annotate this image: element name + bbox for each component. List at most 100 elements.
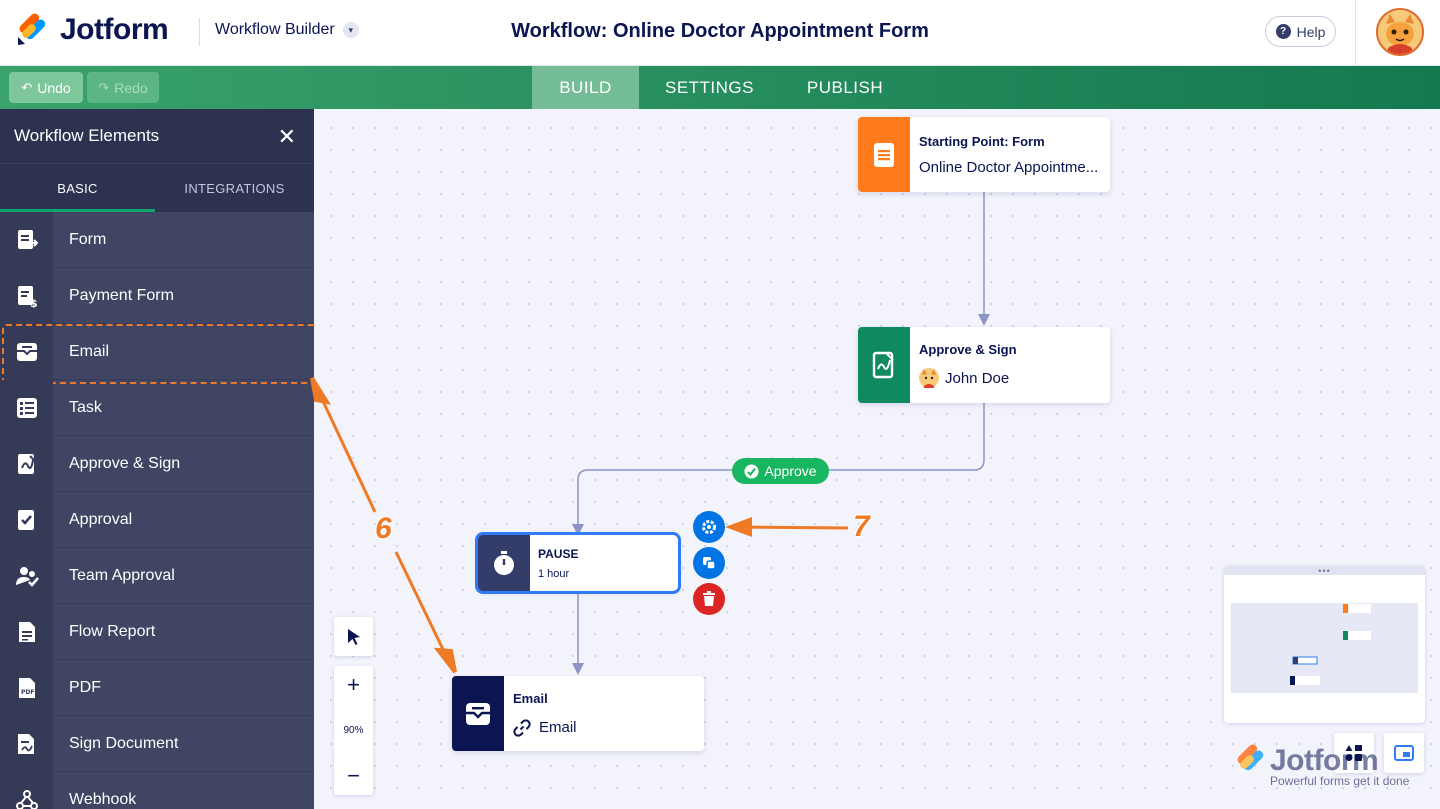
sidebar-item-label: Flow Report — [69, 622, 156, 640]
header-divider — [199, 18, 200, 46]
sidebar-item-approve-sign[interactable]: Approve & Sign — [0, 436, 314, 492]
sidebar-item-label: Task — [69, 398, 102, 416]
sidebar-item-label: Payment Form — [69, 286, 174, 304]
node-settings-button[interactable] — [693, 511, 725, 543]
approve-sign-icon — [872, 351, 894, 379]
node-starting-point[interactable]: Starting Point: Form Online Doctor Appoi… — [858, 117, 1110, 192]
tab-integrations[interactable]: INTEGRATIONS — [184, 180, 285, 196]
watermark-brand: Jotform — [1270, 744, 1379, 777]
avatar-icon — [1378, 10, 1422, 54]
minimap[interactable]: ••• — [1224, 566, 1425, 723]
tab-build[interactable]: BUILD — [532, 66, 639, 109]
node-icon-box — [478, 535, 530, 591]
sidebar-item-pdf[interactable]: PDF PDF — [0, 660, 314, 716]
minimap-handle[interactable]: ••• — [1224, 566, 1425, 576]
panel-tabs: BASIC INTEGRATIONS — [0, 163, 314, 212]
builder-toolbar: ↶ Undo ↷ Redo BUILD SETTINGS PUBLISH — [0, 66, 1440, 109]
sidebar-item-form[interactable]: Form — [0, 212, 314, 268]
sidebar-item-approval[interactable]: Approval — [0, 492, 314, 548]
workflow-builder-label: Workflow Builder — [215, 21, 335, 38]
panel-title: Workflow Elements — [14, 126, 160, 145]
node-subtitle: 1 hour — [538, 567, 570, 580]
node-delete-button[interactable] — [693, 583, 725, 615]
brand-name: Jotform — [60, 13, 169, 46]
node-icon-box — [858, 117, 910, 192]
shapes-button[interactable] — [1334, 733, 1374, 773]
zoom-level: 90% — [343, 725, 364, 736]
node-pause[interactable]: PAUSE 1 hour — [475, 532, 681, 594]
node-icon-box — [452, 676, 504, 751]
sidebar-item-label: Team Approval — [69, 566, 175, 584]
minimap-toggle-button[interactable] — [1384, 733, 1424, 773]
team-approval-icon — [15, 566, 39, 587]
zoom-control: + 90% − — [334, 666, 373, 795]
annotation-arrowhead-7 — [725, 517, 752, 537]
sidebar-item-label: Approve & Sign — [69, 454, 181, 472]
chevron-down-icon: ▾ — [342, 22, 359, 38]
svg-text:$: $ — [30, 297, 38, 308]
redo-button[interactable]: ↷ Redo — [87, 72, 159, 103]
sign-document-icon — [17, 733, 34, 754]
jotform-logo[interactable]: Jotform — [16, 13, 169, 47]
node-body: Approve & Sign John Doe — [910, 327, 1017, 403]
jotform-logo-icon — [18, 13, 46, 45]
pointer-tool-button[interactable] — [334, 617, 373, 656]
gear-icon — [702, 520, 716, 534]
node-subtitle: Email — [513, 718, 577, 737]
sidebar-item-label: Form — [69, 230, 107, 248]
undo-label: Undo — [37, 79, 71, 96]
form-icon — [17, 229, 38, 249]
zoom-out-button[interactable]: − — [347, 763, 360, 788]
sidebar-item-task[interactable]: Task — [0, 380, 314, 436]
tab-publish[interactable]: PUBLISH — [806, 77, 884, 97]
sidebar-item-label: Webhook — [69, 790, 137, 808]
top-header: Jotform Workflow Builder ▾ Workflow: Onl… — [0, 0, 1440, 66]
zoom-in-button[interactable]: + — [347, 672, 360, 697]
workflow-builder-dropdown[interactable]: Workflow Builder ▾ — [215, 21, 359, 39]
help-button[interactable]: ? Help — [1265, 16, 1336, 47]
annotation-number-7: 7 — [853, 510, 870, 543]
redo-icon: ↷ — [98, 79, 110, 95]
edge-label-approve[interactable]: Approve — [732, 458, 829, 484]
sidebar-item-sign-document[interactable]: Sign Document — [0, 716, 314, 772]
node-title: Approve & Sign — [919, 342, 1017, 357]
node-approve-sign[interactable]: Approve & Sign John Doe — [858, 327, 1110, 403]
sidebar-item-team-approval[interactable]: Team Approval — [0, 548, 314, 604]
help-label: Help — [1296, 23, 1326, 40]
close-icon[interactable]: ✕ — [277, 124, 296, 149]
sidebar-item-email[interactable]: Email — [0, 324, 314, 384]
node-body: Email Email — [504, 676, 577, 751]
node-email[interactable]: Email Email — [452, 676, 704, 751]
node-body: PAUSE 1 hour — [530, 535, 578, 591]
duplicate-icon — [703, 557, 716, 570]
node-body: Starting Point: Form Online Doctor Appoi… — [910, 117, 1098, 192]
sidebar-item-label: Approval — [69, 510, 133, 528]
help-icon: ? — [1275, 24, 1291, 39]
pdf-icon: PDF — [18, 677, 35, 698]
minimap-viewport — [1231, 603, 1418, 693]
approval-icon — [17, 509, 34, 530]
sidebar-item-flow-report[interactable]: Flow Report — [0, 604, 314, 660]
user-avatar[interactable] — [1376, 8, 1424, 56]
redo-label: Redo — [114, 79, 148, 96]
email-subtitle: Email — [539, 719, 577, 736]
watermark-logo-icon — [1237, 744, 1264, 771]
email-icon — [466, 702, 490, 725]
flow-report-icon — [18, 621, 35, 642]
sidebar-item-payment-form[interactable]: $ Payment Form — [0, 268, 314, 324]
node-title: Starting Point: Form — [919, 133, 1045, 149]
form-icon — [874, 142, 894, 167]
node-title: PAUSE — [538, 546, 579, 561]
tab-basic[interactable]: BASIC — [0, 164, 155, 212]
panel-header: Workflow Elements ✕ — [0, 109, 314, 163]
node-duplicate-button[interactable] — [693, 547, 725, 579]
task-icon — [16, 397, 37, 418]
node-icon-box — [858, 327, 910, 403]
sidebar-item-webhook[interactable]: Webhook — [0, 772, 314, 809]
minimap-icon — [1394, 745, 1414, 761]
tab-settings[interactable]: SETTINGS — [664, 77, 754, 97]
node-subtitle: Online Doctor Appointme... — [919, 158, 1099, 176]
undo-button[interactable]: ↶ Undo — [9, 72, 83, 103]
annotation-arrowhead-6-down — [433, 647, 457, 674]
